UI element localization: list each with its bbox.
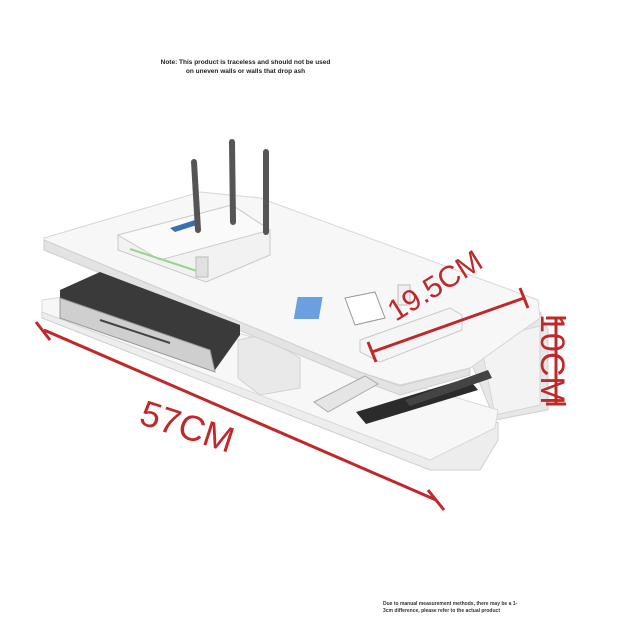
note-top: Note: This product is traceless and shou… bbox=[160, 59, 331, 75]
dimension-lines bbox=[34, 287, 566, 511]
note-bottom: Due to manual measurement methods, there… bbox=[383, 601, 518, 614]
router-image bbox=[116, 139, 272, 283]
remote-controls-image bbox=[313, 370, 492, 424]
height-label: 10CM bbox=[533, 314, 571, 405]
depth-dimension-line bbox=[371, 296, 525, 354]
width-dimension-line bbox=[43, 328, 437, 502]
dvd-player-image bbox=[59, 272, 240, 373]
